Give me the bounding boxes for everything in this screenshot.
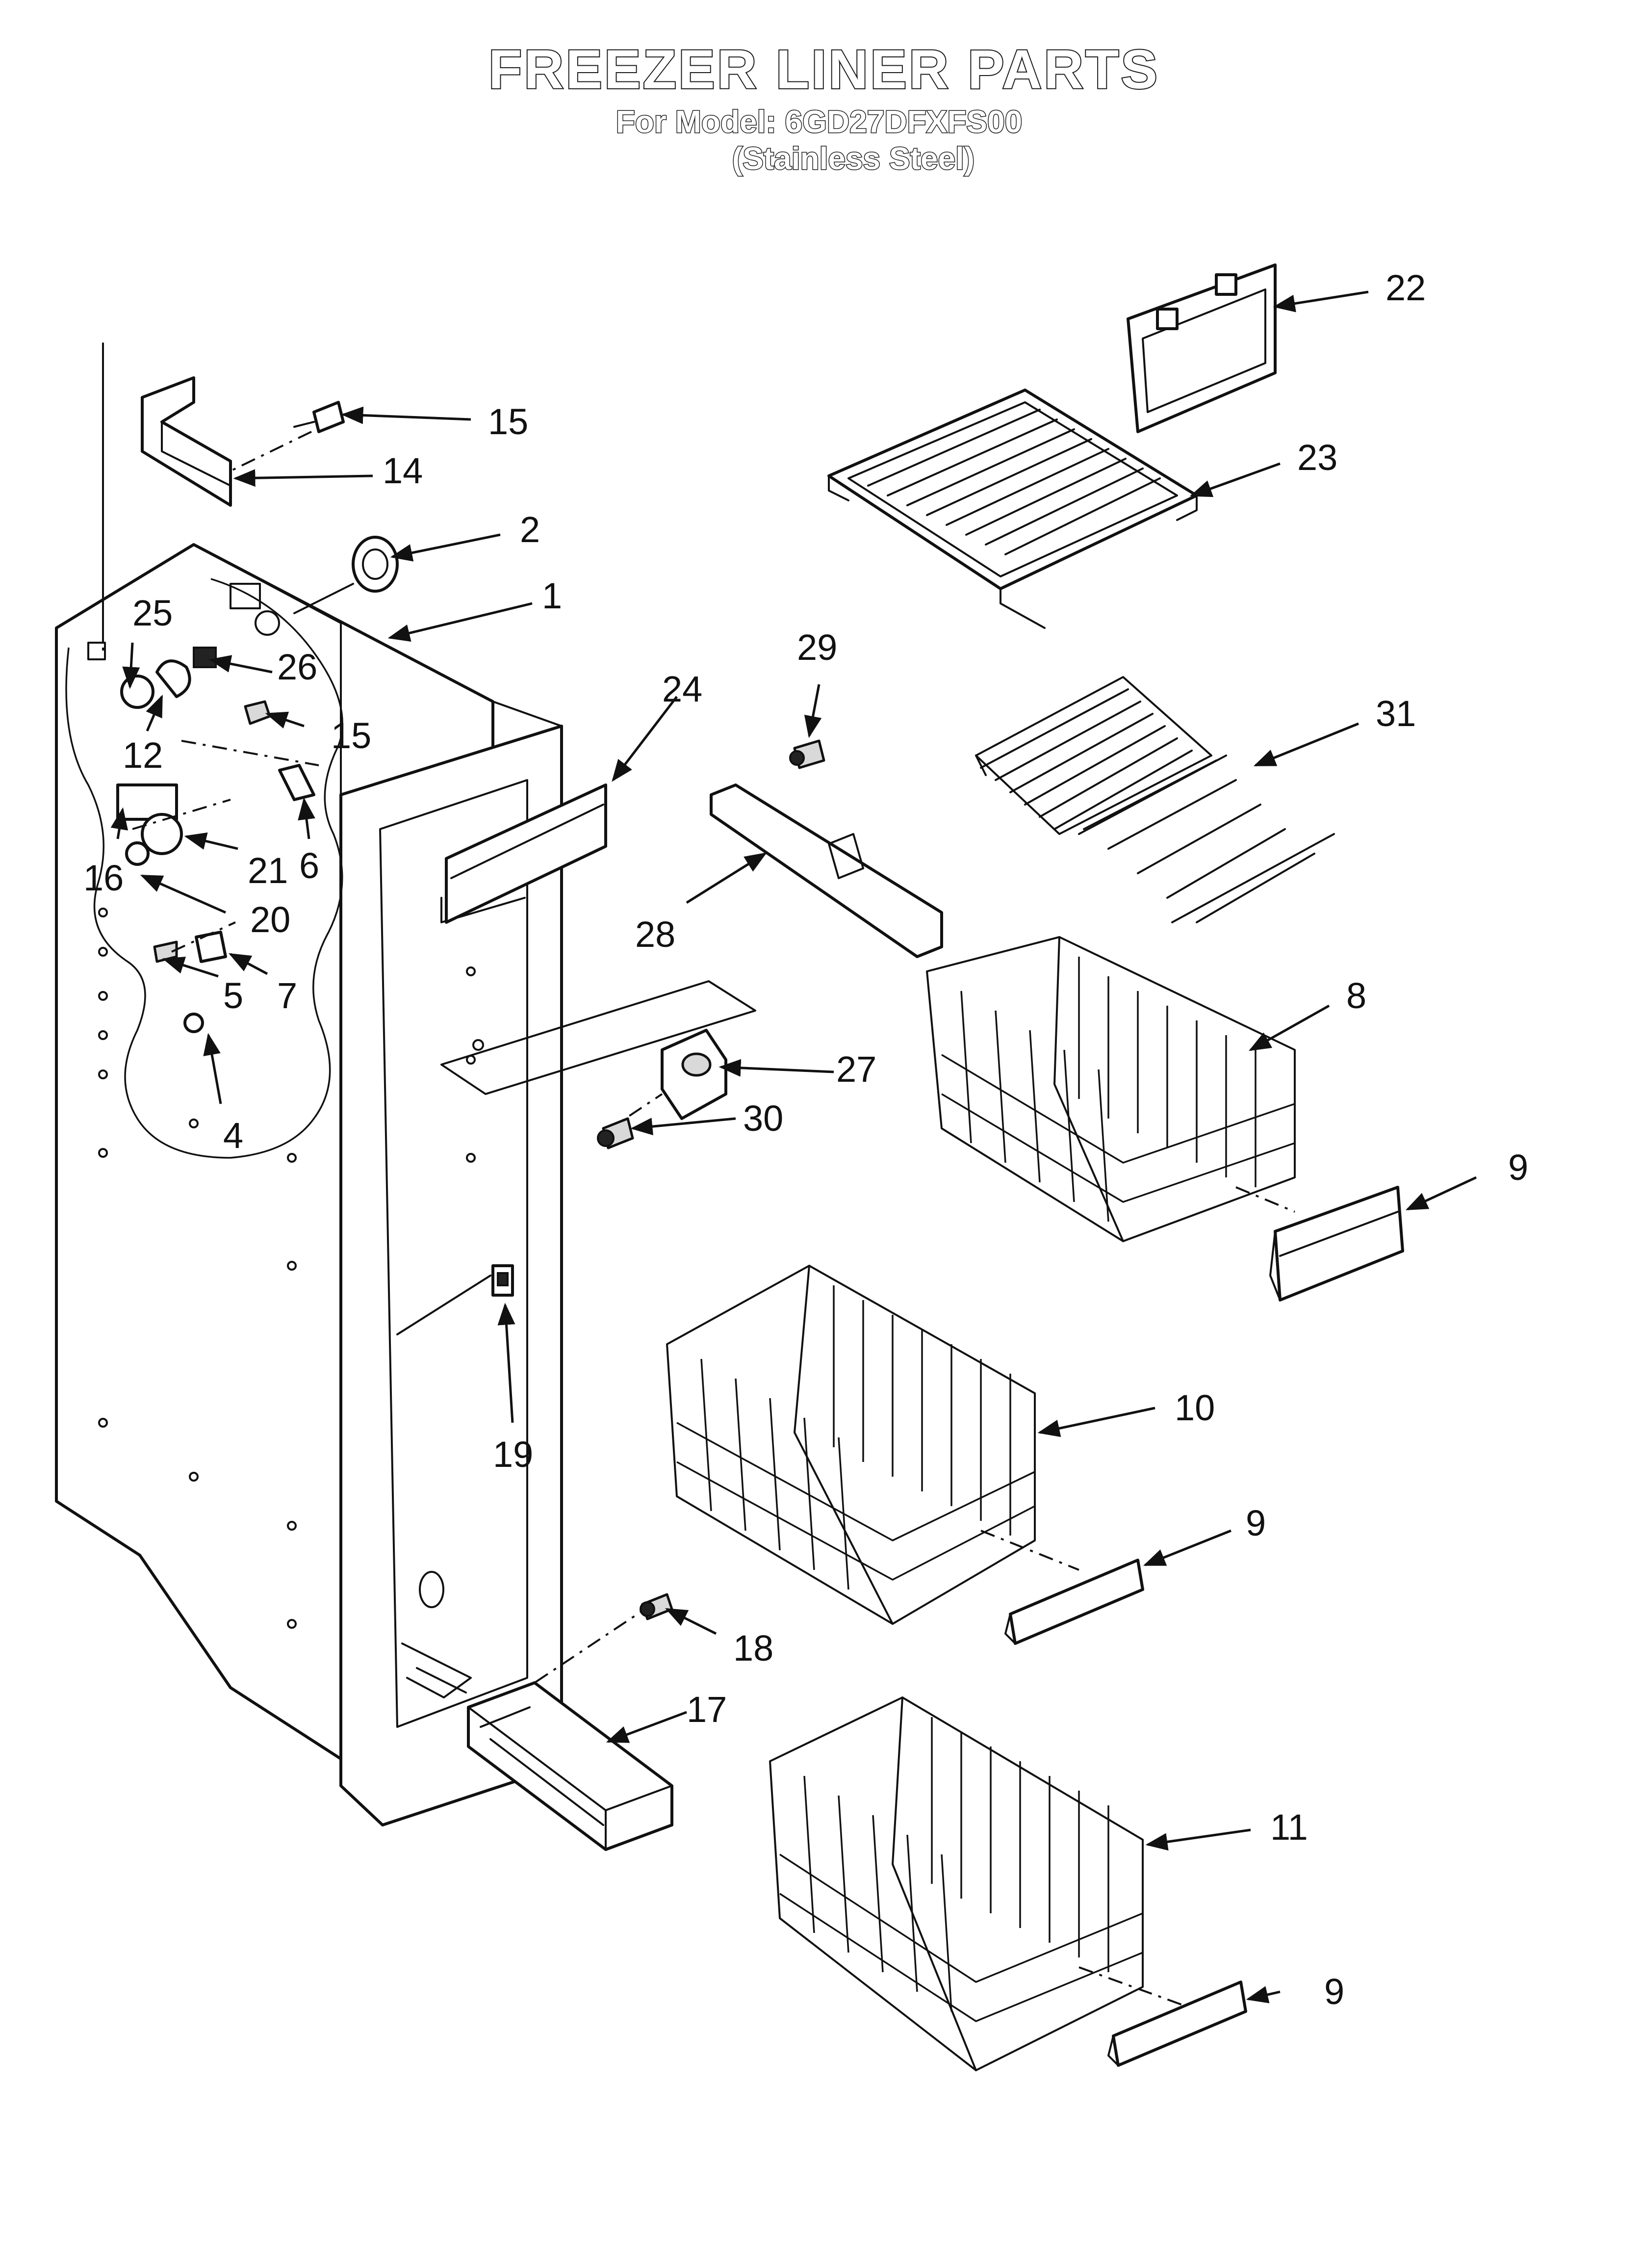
drawer-rail	[467, 1603, 673, 1851]
thermostat-knob	[293, 536, 399, 614]
control-components	[116, 647, 319, 1033]
callout-10: 10	[1175, 1387, 1215, 1428]
callout-14: 14	[383, 450, 423, 491]
wire-shelf-31	[975, 676, 1335, 923]
basket-cover-9a	[1269, 1186, 1404, 1302]
callout-11: 11	[1270, 1807, 1308, 1848]
shelf-frame-22	[1127, 263, 1277, 433]
freezer-liner	[55, 543, 563, 1826]
callout-labels: 22 23 15 14 2 1 25 26 12 15 6 21 16 20 5…	[83, 267, 1528, 2012]
screw-18	[640, 1593, 673, 1620]
callout-9b: 9	[1246, 1503, 1266, 1543]
callout-arrows	[110, 290, 1477, 2004]
basket-8	[926, 936, 1296, 1242]
rail-28	[710, 739, 943, 958]
page-title: FREEZER LINER PARTS	[488, 39, 1159, 100]
callout-26: 26	[277, 647, 317, 687]
callout-23: 23	[1297, 437, 1337, 478]
callout-9a: 9	[1508, 1147, 1528, 1188]
callout-30: 30	[743, 1098, 783, 1139]
trim-strip	[445, 783, 607, 924]
callout-4: 4	[223, 1115, 243, 1156]
callout-24: 24	[662, 669, 702, 709]
callout-18: 18	[733, 1628, 773, 1668]
callout-2: 2	[520, 509, 540, 550]
basket-10	[666, 1265, 1079, 1625]
callout-22: 22	[1385, 267, 1426, 308]
callout-17: 17	[687, 1689, 727, 1730]
glass-shelf-23	[827, 389, 1198, 629]
callout-5: 5	[223, 975, 243, 1016]
basket-cover-9b	[1004, 1559, 1144, 1645]
light-socket-27	[440, 980, 756, 1149]
callout-20: 20	[250, 899, 290, 940]
callout-27: 27	[836, 1049, 876, 1090]
rivet-holes	[98, 908, 476, 1629]
callout-12: 12	[123, 735, 163, 776]
callout-15b: 15	[331, 715, 371, 756]
basket-cover-9c	[1107, 1981, 1247, 2067]
model-line: For Model: 6GD27DFXFS00	[616, 104, 1023, 139]
basket-11	[769, 1696, 1187, 2071]
light-switch	[491, 1264, 514, 1297]
callout-25: 25	[132, 593, 173, 633]
callout-29: 29	[797, 627, 837, 668]
callout-8: 8	[1346, 975, 1366, 1016]
callout-31: 31	[1376, 693, 1416, 734]
finish-line: (Stainless Steel)	[732, 141, 975, 176]
callout-21: 21	[248, 850, 288, 891]
callout-6: 6	[299, 845, 319, 886]
callout-1: 1	[542, 575, 562, 616]
callout-28: 28	[635, 914, 675, 955]
callout-16: 16	[83, 858, 124, 898]
header: FREEZER LINER PARTS For Model: 6GD27DFXF…	[487, 38, 1159, 177]
callout-15a: 15	[488, 401, 528, 442]
callout-19: 19	[493, 1434, 533, 1475]
callout-7: 7	[277, 975, 297, 1016]
callout-9c: 9	[1324, 1971, 1344, 2012]
